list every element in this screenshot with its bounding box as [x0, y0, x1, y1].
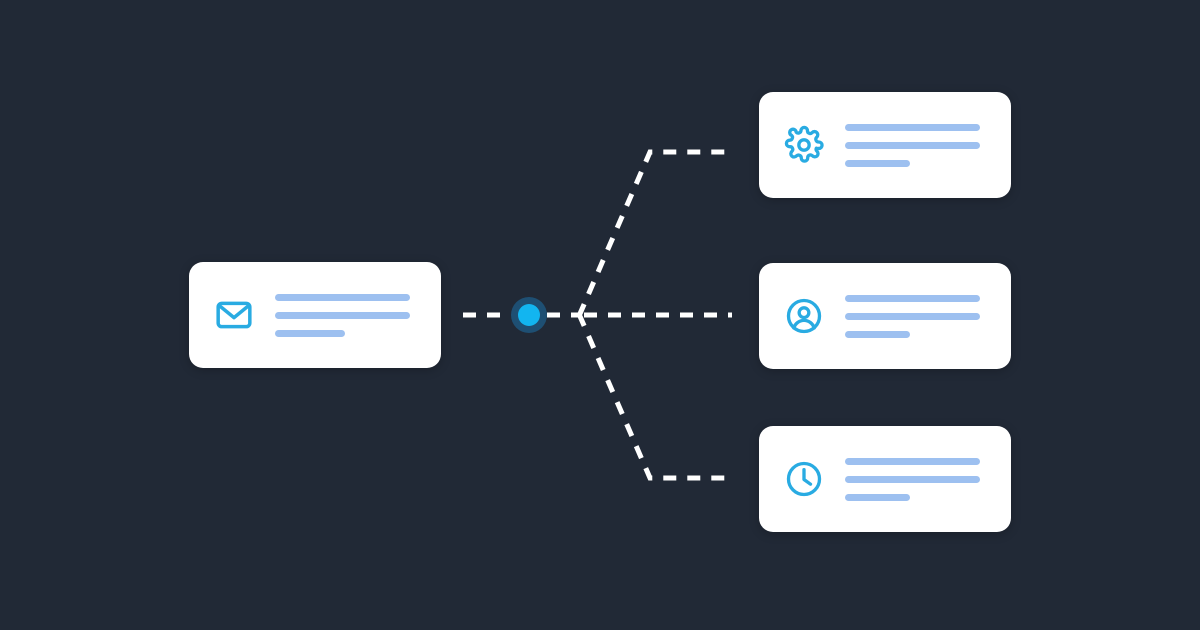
- placeholder-line: [845, 493, 910, 501]
- user-card[interactable]: [759, 263, 1011, 369]
- gear-icon: [781, 122, 827, 168]
- email-card[interactable]: [189, 262, 441, 368]
- placeholder-line: [845, 330, 910, 338]
- user-circle-icon: [781, 293, 827, 339]
- placeholder-line: [845, 457, 980, 465]
- placeholder-line: [845, 159, 910, 167]
- placeholder-line: [845, 294, 980, 302]
- placeholder-line: [275, 293, 410, 301]
- envelope-icon: [211, 292, 257, 338]
- placeholder-lines: [275, 293, 417, 337]
- placeholder-line: [845, 123, 980, 131]
- branch-node[interactable]: [518, 304, 540, 326]
- clock-icon: [781, 456, 827, 502]
- placeholder-lines: [845, 457, 987, 501]
- placeholder-line: [845, 141, 980, 149]
- clock-card[interactable]: [759, 426, 1011, 532]
- placeholder-line: [845, 312, 980, 320]
- placeholder-line: [275, 311, 410, 319]
- settings-card[interactable]: [759, 92, 1011, 198]
- placeholder-lines: [845, 294, 987, 338]
- placeholder-line: [275, 329, 345, 337]
- connector-branch-to-clock-card: [576, 313, 732, 481]
- connector-branch-to-settings-card: [576, 149, 732, 317]
- placeholder-lines: [845, 123, 987, 167]
- placeholder-line: [845, 475, 980, 483]
